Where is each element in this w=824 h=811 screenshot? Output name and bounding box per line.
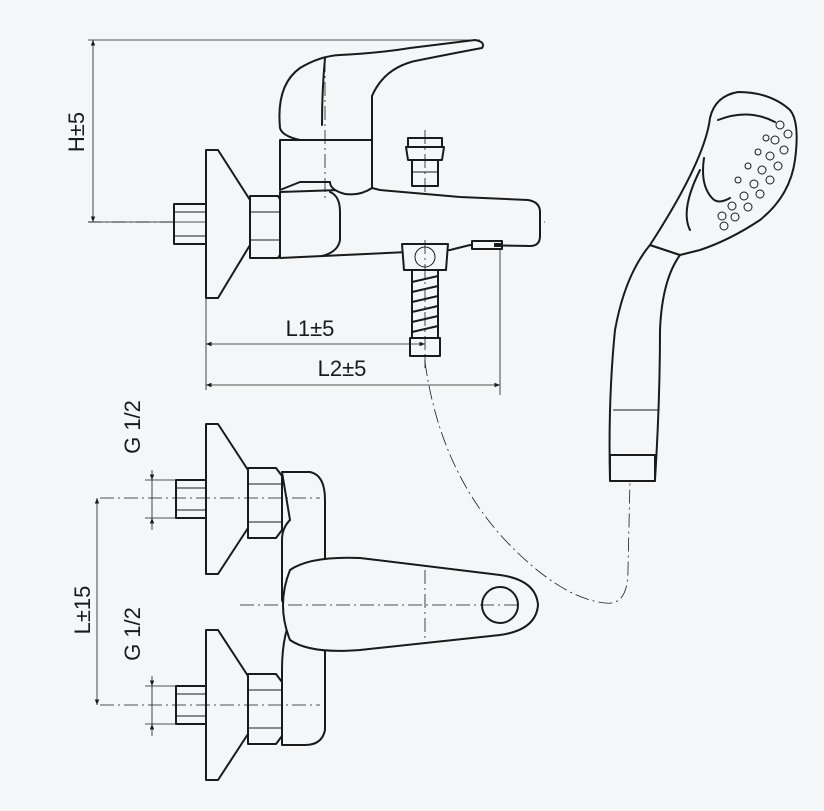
label-l2: L2±5 bbox=[318, 356, 367, 381]
label-thread-bottom: G 1/2 bbox=[120, 607, 145, 661]
side-inlet-connector bbox=[173, 203, 207, 245]
label-thread-top: G 1/2 bbox=[120, 400, 145, 454]
side-wall-flange bbox=[205, 149, 251, 299]
front-flange-top bbox=[205, 423, 249, 575]
side-lever-handle bbox=[278, 39, 485, 141]
front-view-mixer bbox=[100, 423, 539, 781]
label-l1: L1±5 bbox=[286, 316, 335, 341]
front-inlet-top bbox=[175, 479, 207, 519]
shower-head bbox=[649, 91, 798, 256]
side-valve-housing bbox=[279, 139, 373, 196]
shower-handle bbox=[608, 244, 681, 481]
label-inlet-spacing: L±15 bbox=[70, 586, 95, 635]
front-lever-handle bbox=[282, 556, 539, 652]
front-hex-bottom bbox=[247, 673, 283, 745]
front-hex-top bbox=[247, 467, 283, 539]
dimension-labels: H±5 L1±5 L2±5 G 1/2 L±15 G 1/2 bbox=[64, 112, 366, 661]
hand-shower bbox=[608, 91, 798, 482]
label-height: H±5 bbox=[64, 112, 89, 152]
side-hose-outlet bbox=[401, 243, 449, 271]
dimension-lines bbox=[88, 39, 501, 736]
shower-nozzles bbox=[717, 120, 793, 231]
side-hex-nut bbox=[249, 195, 284, 259]
side-view-mixer bbox=[88, 39, 545, 362]
hose-path bbox=[424, 361, 631, 604]
